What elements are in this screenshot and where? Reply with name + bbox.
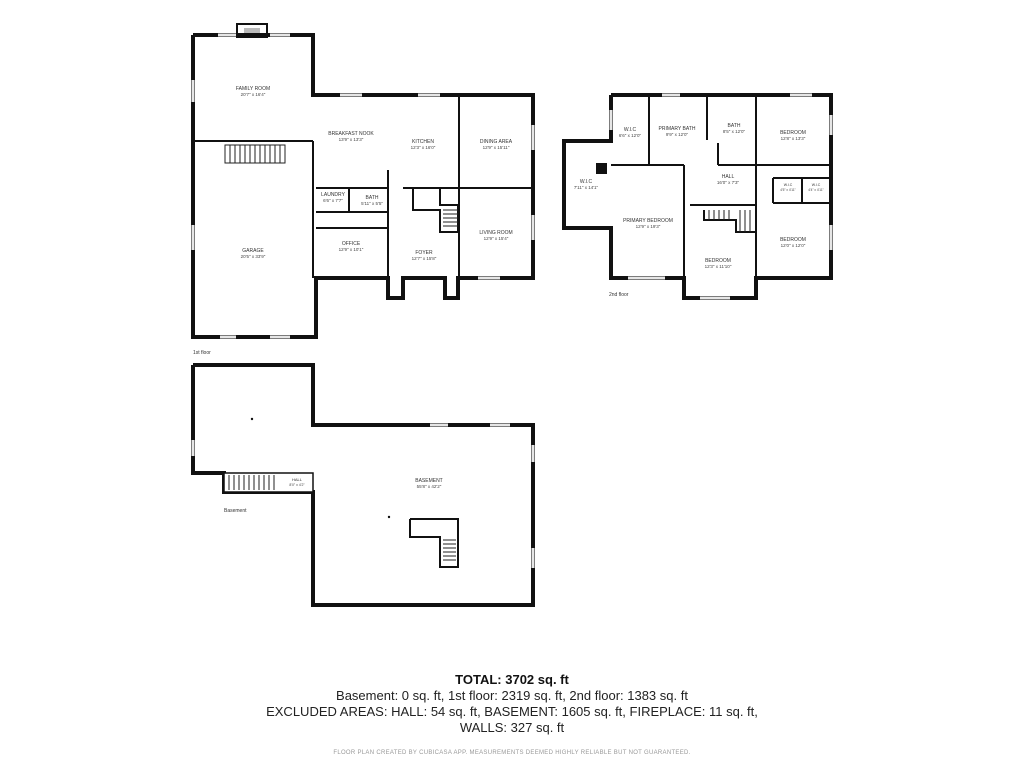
room-dims-garage: 20'5" x 33'9" xyxy=(241,254,266,259)
room-name-wic-small-2: W.I.C xyxy=(812,183,821,187)
room-name-primary-bedroom: PRIMARY BEDROOM xyxy=(623,218,673,224)
room-name-bedroom-ne: BEDROOM xyxy=(780,130,806,136)
walls-area: WALLS: 327 sq. ft xyxy=(459,720,565,735)
room-dims-family-room: 20'7" x 16'4" xyxy=(241,92,266,97)
room-name-garage: GARAGE xyxy=(242,248,264,254)
foyer-stairs xyxy=(412,188,459,233)
first-floor-outer-wall xyxy=(191,33,535,339)
room-dims-laundry: 6'6" x 7'7" xyxy=(323,198,343,203)
room-name-bath-second: BATH xyxy=(728,123,741,129)
room-name-living-room: LIVING ROOM xyxy=(479,230,512,236)
room-dims-hall-second: 16'0" x 7'3" xyxy=(717,180,740,185)
room-name-wic-small-1: W.I.C xyxy=(784,183,793,187)
floor-label-second: 2nd floor xyxy=(609,292,629,298)
second-floor-outer-wall xyxy=(562,93,833,300)
room-name-basement: BASEMENT xyxy=(415,478,443,484)
room-dims-primary-bath: 9'9" x 12'0" xyxy=(666,132,689,137)
basement-outer-wall xyxy=(191,363,535,607)
basement-hall-stairs xyxy=(223,472,314,493)
basement-plan: BASEMENT 55'8" x 42'2" HALL 8'0" x 4'2" … xyxy=(191,363,535,607)
room-name-foyer: FOYER xyxy=(415,250,433,256)
area-summary: TOTAL: 3702 sq. ft Basement: 0 sq. ft, 1… xyxy=(0,672,1024,756)
room-name-bedroom-s: BEDROOM xyxy=(705,258,731,264)
excluded-areas: EXCLUDED AREAS: HALL: 54 sq. ft, BASEMEN… xyxy=(266,704,758,719)
room-dims-office: 12'9" x 10'1" xyxy=(339,247,364,252)
room-dims-breakfast-nook: 13'9" x 13'3" xyxy=(339,137,364,142)
room-dims-primary-bedroom: 12'9" x 19'3" xyxy=(636,224,661,229)
second-floor-plan: W.I.C 6'6" x 12'0" PRIMARY BATH 9'9" x 1… xyxy=(562,93,833,300)
room-name-breakfast-nook: BREAKFAST NOOK xyxy=(328,131,374,137)
room-name-bath-first: BATH xyxy=(366,195,379,201)
first-floor-plan: FAMILY ROOM 20'7" x 16'4" BREAKFAST NOOK… xyxy=(191,23,535,356)
room-dims-wic-side: 7'11" x 14'1" xyxy=(574,185,599,190)
room-dims-kitchen: 12'3" x 16'0" xyxy=(411,145,436,150)
disclaimer-text: FLOOR PLAN CREATED BY CUBICASA APP. MEAS… xyxy=(333,750,691,756)
room-dims-dining-area: 12'9" x 15'11" xyxy=(483,145,510,150)
room-dims-bedroom-s: 12'3" x 11'10" xyxy=(705,264,732,269)
basement-stairs xyxy=(409,518,459,568)
room-dims-living-room: 12'9" x 15'4" xyxy=(484,236,509,241)
room-dims-basement: 55'8" x 42'2" xyxy=(417,484,442,489)
room-dims-wic-upper: 6'6" x 12'0" xyxy=(619,133,642,138)
total-area: TOTAL: 3702 sq. ft xyxy=(455,672,569,687)
room-dims-foyer: 12'7" x 15'8" xyxy=(412,256,437,261)
room-dims-wic-small-2: 4'4" x 4'11" xyxy=(808,188,823,192)
room-name-dining-area: DINING AREA xyxy=(480,139,513,145)
floor-label-first: 1st floor xyxy=(193,350,211,356)
room-name-wic-upper: W.I.C xyxy=(624,127,637,133)
room-name-primary-bath: PRIMARY BATH xyxy=(659,126,696,132)
room-name-family-room: FAMILY ROOM xyxy=(236,86,270,92)
room-name-office: OFFICE xyxy=(342,241,361,247)
room-name-kitchen: KITCHEN xyxy=(412,139,434,145)
room-name-bedroom-se: BEDROOM xyxy=(780,237,806,243)
closet-fixture xyxy=(596,163,607,174)
room-dims-basement-hall: 8'0" x 4'2" xyxy=(289,483,305,487)
floor-area-breakdown: Basement: 0 sq. ft, 1st floor: 2319 sq. … xyxy=(336,688,688,703)
room-name-laundry: LAUNDRY xyxy=(321,192,345,198)
room-dims-bath-second: 8'5" x 12'0" xyxy=(723,129,746,134)
floor-label-basement: Basement xyxy=(224,508,247,514)
second-floor-stairs xyxy=(703,210,757,233)
room-name-wic-side: W.I.C xyxy=(580,179,593,185)
room-name-hall-second: HALL xyxy=(722,174,735,180)
room-dims-bedroom-se: 12'0" x 12'0" xyxy=(781,243,806,248)
room-dims-bath-first: 5'11" x 5'5" xyxy=(361,201,383,206)
room-name-basement-hall: HALL xyxy=(292,477,303,482)
room-dims-wic-small-1: 4'5" x 4'11" xyxy=(780,188,795,192)
garage-stairs xyxy=(224,144,286,164)
room-dims-bedroom-ne: 12'8" x 13'3" xyxy=(781,136,806,141)
